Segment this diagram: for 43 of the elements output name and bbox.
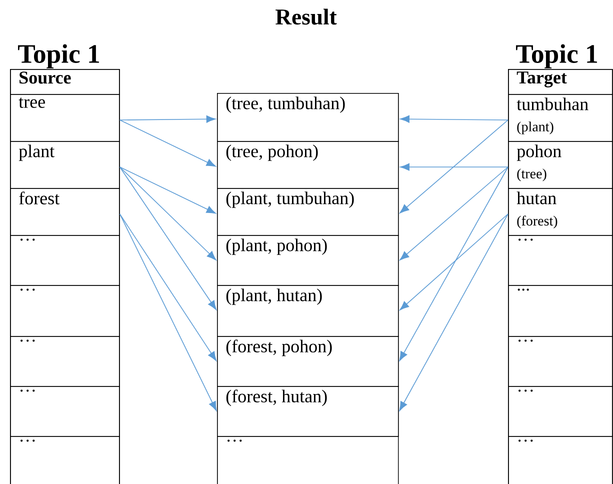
arrow: [119, 214, 217, 411]
table-cell: (plant, tumbuhan): [217, 188, 399, 236]
table-cell: pohon (tree): [508, 141, 613, 189]
node-label: Topic 1: [516, 44, 597, 68]
table-header: Target: [508, 69, 613, 95]
arrow: [119, 166, 216, 214]
table-cell: (tree, pohon): [217, 141, 399, 189]
table-cell: ...: [508, 285, 613, 337]
node-label: Topic 1: [18, 44, 99, 68]
table-cell: …: [508, 336, 613, 387]
table-cell: (plant, pohon): [217, 234, 399, 286]
table-cell: …: [508, 386, 613, 437]
table-cell: tree: [10, 94, 120, 142]
table-cell: (tree, tumbuhan): [217, 93, 399, 142]
table-cell: …: [508, 234, 613, 286]
table-cell: (forest, pohon): [217, 336, 399, 387]
arrow: [400, 120, 508, 214]
arrow: [400, 166, 508, 260]
table-cell: tumbuhan (plant): [508, 94, 613, 142]
arrow: [399, 166, 508, 361]
table-header: Source: [10, 69, 120, 95]
arrow: [400, 214, 508, 310]
table-cell: plant: [10, 141, 120, 189]
table-cell: …: [10, 386, 120, 437]
arrow: [399, 214, 508, 411]
arrow: [400, 163, 508, 171]
arrow: [119, 120, 216, 167]
table-cell: …: [10, 436, 120, 484]
table-cell: …: [10, 285, 120, 337]
table-cell: …: [508, 436, 613, 484]
table-cell: (forest, hutan): [217, 386, 399, 437]
arrow: [119, 166, 216, 310]
table-cell: (plant, hutan): [217, 285, 399, 337]
arrow: [119, 214, 216, 362]
table-cell: …: [10, 234, 120, 286]
arrow: [119, 115, 216, 123]
table-cell: forest: [10, 188, 120, 236]
title: Result: [276, 8, 337, 25]
table-cell: …: [10, 336, 120, 387]
table-cell: hutan (forest): [508, 188, 613, 236]
arrow: [119, 166, 216, 260]
arrow: [400, 115, 508, 123]
table-cell: …: [217, 436, 399, 484]
